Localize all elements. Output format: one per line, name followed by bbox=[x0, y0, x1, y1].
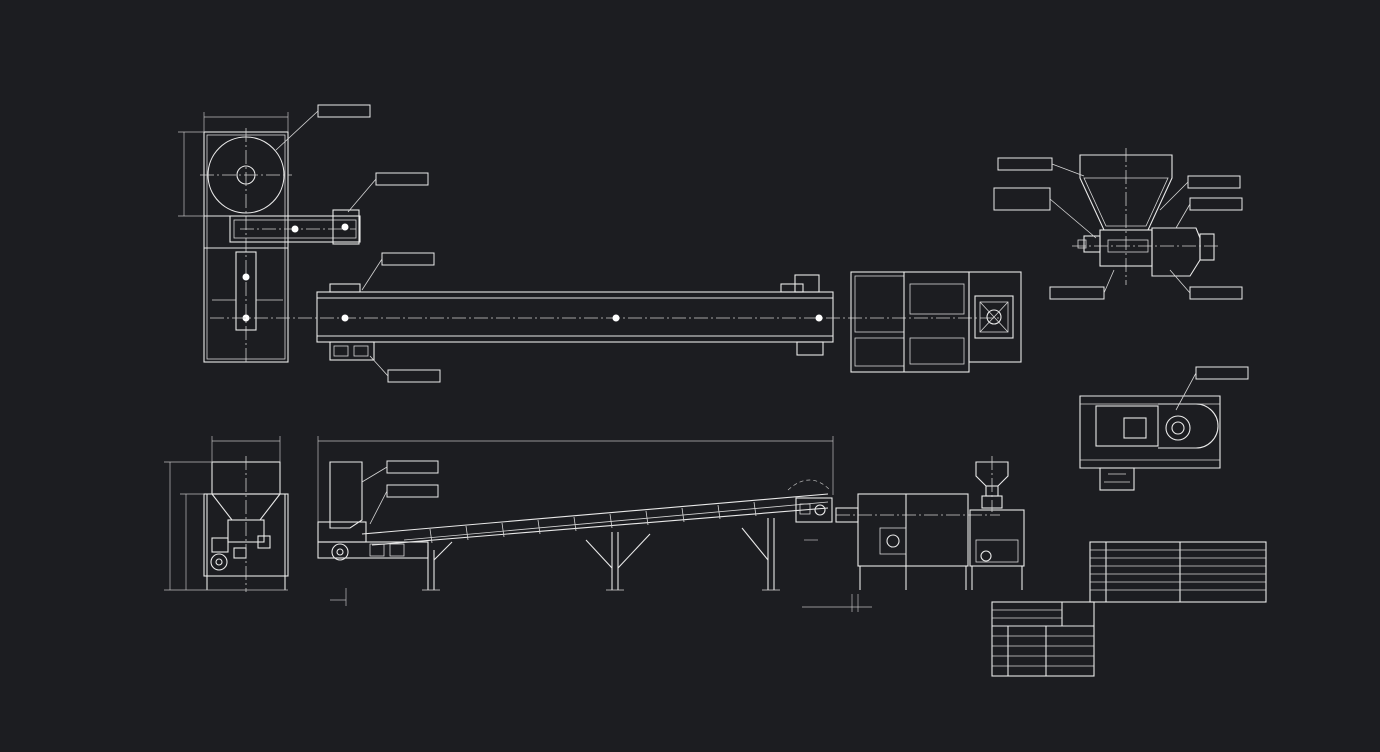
revision-table bbox=[1089, 541, 1267, 603]
plan-view-feeder bbox=[178, 112, 361, 365]
callout-tag bbox=[317, 104, 371, 118]
callout-tag bbox=[387, 369, 441, 383]
callout-tag bbox=[381, 252, 435, 266]
detail-view-hopper-section bbox=[1072, 148, 1220, 285]
callout-tag bbox=[1049, 286, 1105, 300]
plan-view-conveyor bbox=[210, 274, 1000, 361]
callouts bbox=[275, 104, 1249, 525]
belt-cleats bbox=[429, 501, 757, 544]
callout-tag bbox=[386, 460, 439, 474]
elevation-view-feeder-end bbox=[164, 436, 289, 592]
title-block bbox=[991, 601, 1095, 677]
elevation-view-control-unit bbox=[802, 456, 1025, 612]
callout-tag bbox=[386, 484, 439, 498]
callout-tag bbox=[1189, 197, 1243, 211]
detail-view-drive-pulley bbox=[1079, 395, 1221, 491]
callout-tag bbox=[1189, 286, 1243, 300]
callout-tag bbox=[993, 187, 1051, 211]
callout-tag bbox=[375, 172, 429, 186]
callout-tag bbox=[1195, 366, 1249, 380]
callout-tag bbox=[1187, 175, 1241, 189]
conveyor-legs bbox=[422, 518, 780, 591]
callout-tag bbox=[997, 157, 1053, 171]
plan-view-control-unit bbox=[850, 271, 1022, 373]
elevation-view-incline-conveyor bbox=[317, 436, 834, 606]
